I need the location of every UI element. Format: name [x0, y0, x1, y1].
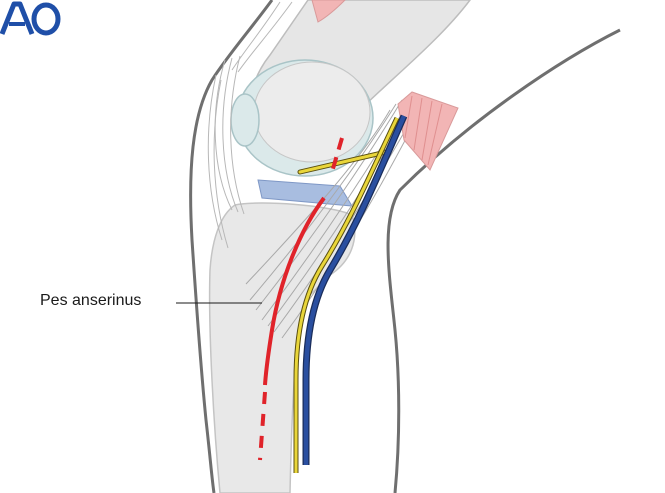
ligament-fibers-front: [207, 1, 293, 249]
hamstring-striations: [404, 95, 443, 166]
infrapatellar-nerve-fill: [298, 150, 388, 174]
hamstring-muscle: [397, 91, 459, 171]
patella: [230, 93, 260, 147]
pes-anserinus-label: Pes anserinus: [40, 292, 142, 309]
saphenous-nerve-fill: [294, 117, 399, 473]
condyle-inner: [253, 61, 371, 163]
incision-solid: [263, 196, 326, 386]
skin-outline-front: [189, 0, 274, 493]
meniscus: [257, 179, 353, 207]
ao-logo: [0, 1, 61, 36]
skin-outline-back: [386, 28, 621, 493]
quadriceps-muscle: [311, 0, 346, 23]
incision-dashed-bottom: [258, 391, 267, 461]
saphenous-vein-fill: [303, 115, 407, 465]
incision-dashed-top: [330, 137, 344, 173]
